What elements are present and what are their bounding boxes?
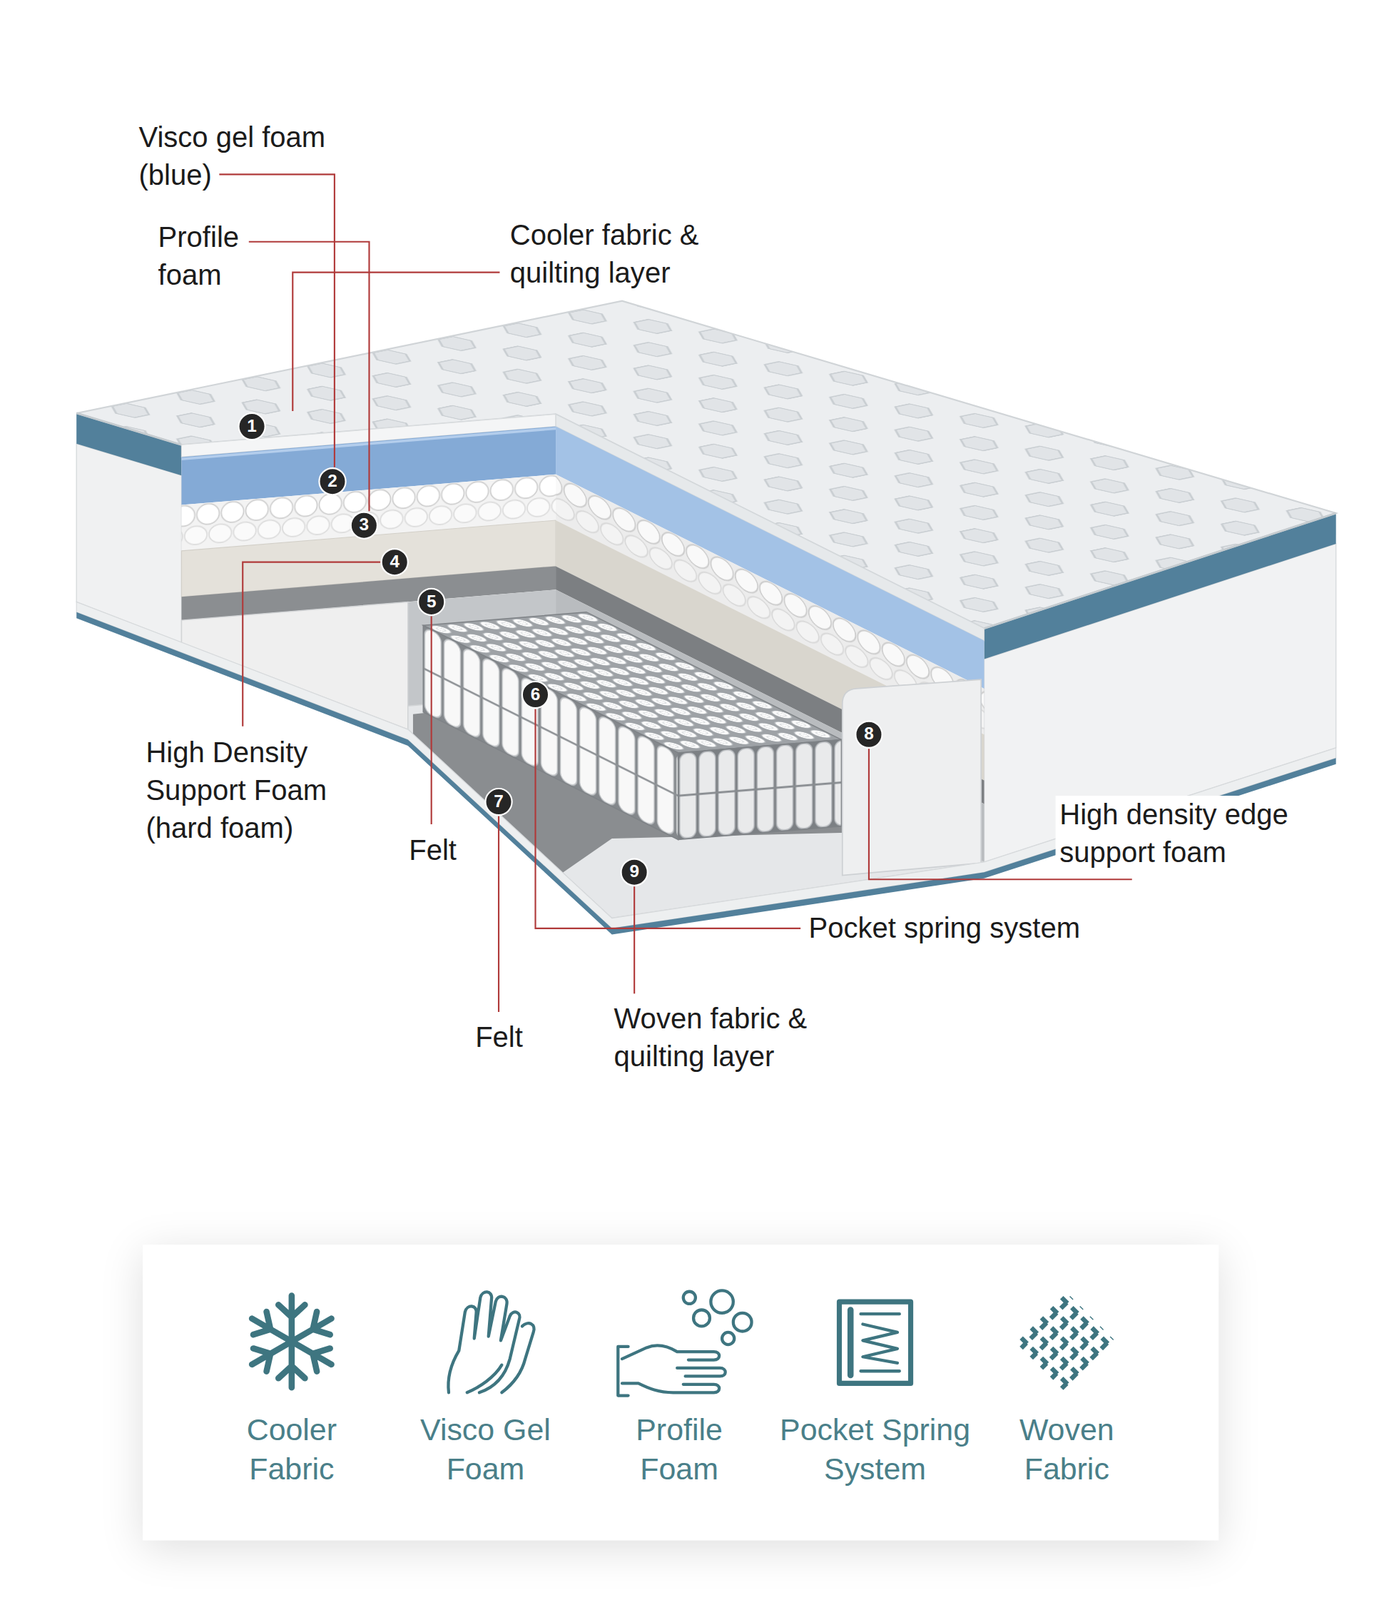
soap-bubble	[733, 1312, 752, 1332]
callout-circle	[522, 681, 549, 708]
feature-label: Pocket Spring System	[773, 1410, 978, 1489]
leader-line	[535, 709, 801, 929]
woven-icon	[1021, 1296, 1113, 1388]
part-label: High density edge support foam	[1055, 795, 1310, 872]
callout-holder: 6	[520, 679, 550, 709]
callout-number: 1	[246, 415, 257, 437]
woven-icon	[1016, 1291, 1116, 1392]
part-label: Felt	[475, 1018, 568, 1056]
pocket-spring-icon	[847, 1309, 854, 1375]
leader-line	[292, 272, 500, 411]
callout-circle	[418, 588, 445, 615]
hand-icon	[467, 1322, 535, 1392]
label-holder: High density edge support foam	[1055, 795, 1310, 872]
callout-holder: 8	[854, 719, 884, 749]
callout-number: 2	[327, 470, 338, 492]
snowflake-arm	[245, 1306, 339, 1377]
callout-number: 8	[863, 724, 874, 745]
part-label: Felt	[408, 831, 501, 869]
label-holder: Woven fabric & quilting layer	[614, 999, 849, 1076]
part-label: Visco gel foam (blue)	[138, 118, 353, 195]
hand-icon	[448, 1291, 520, 1392]
feature-panel: Cooler Fabric Visco Gel Foam Profile FoamP…	[142, 1244, 1219, 1541]
leader-line	[242, 562, 381, 727]
callout-number: 4	[389, 551, 400, 573]
wash-hands-icon	[617, 1346, 628, 1396]
feature-label: Cooler Fabric	[215, 1410, 369, 1489]
feature-label-holder: Profile Foam	[602, 1410, 756, 1489]
feature-label-holder: Cooler Fabric	[215, 1410, 369, 1489]
callout-circle	[350, 512, 378, 539]
soap-bubble	[721, 1331, 735, 1345]
feature-label-holder: Woven Fabric	[990, 1410, 1143, 1489]
callout-holder: 3	[349, 510, 379, 540]
feature-icons	[142, 1244, 1219, 1541]
callout-holder: 5	[417, 587, 446, 616]
spring-unit-front	[423, 624, 678, 839]
callout-circle	[855, 721, 882, 748]
feature-label: Visco Gel Foam	[408, 1410, 562, 1489]
leader-line	[219, 174, 335, 467]
spring-unit-side	[678, 739, 842, 839]
callout-holder: 2	[318, 467, 347, 496]
part-label: Cooler fabric & quilting layer	[510, 216, 745, 292]
part-label: Pocket spring system	[809, 908, 1136, 947]
callout-holder: 7	[484, 787, 513, 817]
part-label: High Density Support Foam (hard foam)	[145, 733, 350, 847]
callout-number: 7	[493, 791, 504, 812]
callout-holder: 4	[380, 547, 409, 577]
callout-circle	[238, 413, 266, 440]
feature-label-holder: Pocket Spring System	[773, 1410, 978, 1489]
base-bottom-band	[76, 612, 1336, 935]
label-holder: Cooler fabric & quilting layer	[510, 216, 745, 292]
snowflake-icon	[245, 1306, 339, 1377]
part-label: Woven fabric & quilting layer	[614, 999, 849, 1076]
base-side-strip	[76, 601, 1336, 928]
leader-line	[497, 816, 500, 1012]
callout-number: 3	[359, 515, 370, 536]
feature-label: Profile Foam	[602, 1410, 756, 1489]
edge-support-block	[842, 679, 981, 875]
callout-circle	[621, 858, 648, 886]
soap-bubble	[693, 1309, 710, 1326]
soap-bubble	[683, 1291, 696, 1304]
callout-holder: 1	[237, 412, 267, 441]
label-holder: Felt	[475, 1018, 568, 1056]
callout-number: 6	[530, 684, 541, 705]
pocket-spring-icon	[861, 1313, 900, 1371]
label-holder: Felt	[408, 831, 501, 869]
top-edge-lip	[76, 413, 182, 445]
callout-circle	[318, 467, 346, 495]
callout-circle	[381, 548, 409, 576]
callout-holder: 9	[619, 857, 649, 887]
snowflake-icon	[245, 1306, 339, 1377]
part-label: Profile foam	[158, 218, 292, 294]
feature-label-holder: Visco Gel Foam	[408, 1410, 562, 1489]
feature-label: Woven Fabric	[990, 1410, 1143, 1489]
callout-circle	[485, 788, 512, 815]
label-holder: Pocket spring system	[809, 908, 1136, 947]
leader-line	[248, 241, 370, 511]
wash-hands-icon	[622, 1344, 726, 1392]
soap-bubble	[710, 1289, 733, 1312]
label-holder: Visco gel foam (blue)	[138, 118, 353, 195]
leader-line	[633, 886, 635, 994]
callout-number: 5	[426, 591, 437, 613]
woven-icon	[1021, 1296, 1111, 1387]
leader-line	[430, 615, 433, 824]
pocket-spring-icon	[838, 1301, 911, 1383]
label-holder: Profile foam	[158, 218, 292, 294]
callout-number: 9	[629, 861, 640, 883]
label-holder: High Density Support Foam (hard foam)	[145, 733, 350, 847]
top-edge-lip	[983, 512, 1336, 629]
snowflake-arm	[245, 1306, 339, 1377]
